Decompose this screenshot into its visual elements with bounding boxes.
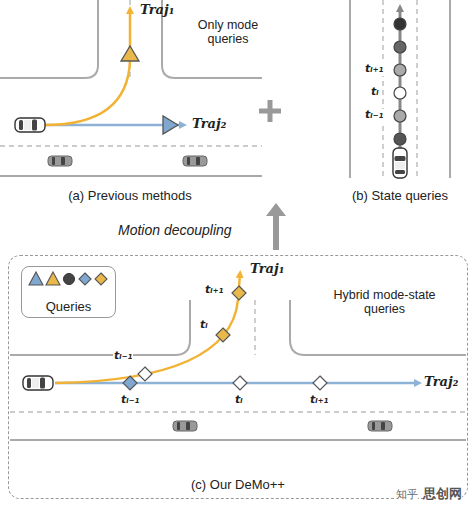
trajectory-label: Traj₁ <box>250 262 284 277</box>
time-step: tᵢ₋₁ <box>364 109 384 122</box>
panel-note: Hybrid mode-state queries <box>322 288 447 317</box>
time-step: tᵢ <box>370 86 380 99</box>
time-step: tᵢ₊₁ <box>204 284 224 297</box>
legend-title: Queries <box>46 299 92 314</box>
panel-caption: (c) Our DeMo++ <box>191 477 285 492</box>
time-step: tᵢ₊₁ <box>364 63 384 76</box>
panel-note: Only mode queries <box>188 18 268 47</box>
step-label: Motion decoupling <box>118 222 232 238</box>
watermark: 知乎 <box>396 489 418 502</box>
time-step: tᵢ₊₁ <box>309 394 329 407</box>
time-step: tᵢ₋₁ <box>113 350 133 363</box>
trajectory-label: Traj₂ <box>192 117 226 132</box>
watermark: 思创网 <box>423 487 462 502</box>
time-step: tᵢ <box>199 319 209 332</box>
panel-caption: (a) Previous methods <box>68 189 192 204</box>
trajectory-label: Traj₁ <box>140 3 174 18</box>
legend-box: Queries <box>21 266 116 318</box>
time-step: tᵢ₋₁ <box>120 394 140 407</box>
panel-caption: (b) State queries <box>352 189 448 204</box>
time-step: tᵢ <box>234 394 244 407</box>
trajectory-label: Traj₂ <box>424 375 458 390</box>
